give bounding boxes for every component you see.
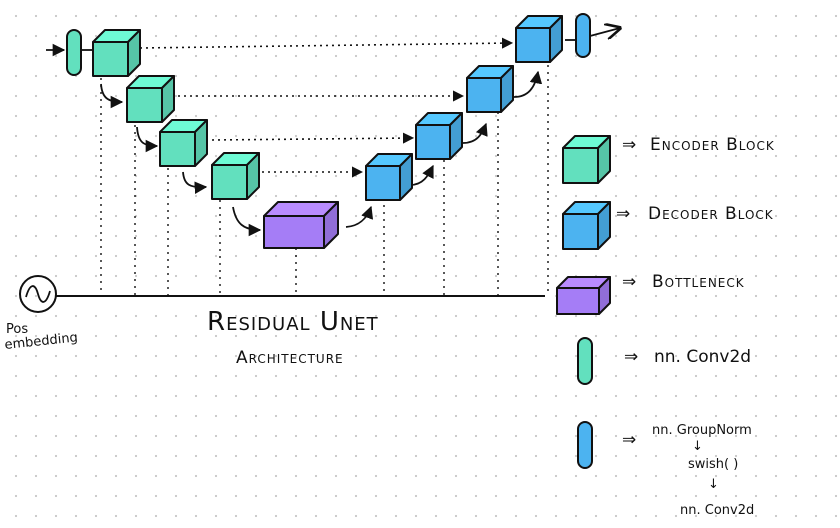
encoder-block-2 [126,75,175,123]
legend-encoder-label: Encoder Block [650,135,775,155]
pos-label: Pos [6,322,28,337]
output-norm-block [575,13,591,58]
blocks [92,15,563,249]
decoder-block-3 [466,65,514,113]
legend-conv-label: nn. Conv2d [654,347,751,367]
vertical-guides [100,58,549,296]
bottleneck-block [263,201,339,249]
skip-connection-1 [139,37,514,49]
legend-norm-implies: ⇒ [622,430,636,450]
legend-chain-arrow-2: ↓ [708,477,719,492]
decoder-block-4 [515,15,563,63]
legend-bottleneck-cube [556,276,611,315]
input-conv-block [66,29,82,76]
legend-encoder-implies: ⇒ [622,135,636,155]
skip-connection-3 [211,132,415,144]
legend-norm-pill [577,421,593,469]
flow-arrows [100,70,543,237]
legend-encoder-cube [562,135,611,184]
pos-embedding-icon [19,275,57,313]
legend-groupnorm-label: nn. GroupNorm [652,423,752,438]
legend-decoder-cube-shape [562,201,611,250]
legend-decoder-cube [562,201,611,250]
legend: ⇒ Encoder Block ⇒ Decoder Block ⇒ Bottle… [556,135,775,518]
legend-decoder-label: Decoder Block [648,204,774,224]
legend-swish-label: swish( ) [688,457,738,472]
legend-bottleneck-label: Bottleneck [652,272,745,292]
diagram-title: Residual Unet [207,307,379,337]
legend-conv-implies: ⇒ [624,347,638,367]
legend-conv2d-label: nn. Conv2d [680,503,754,518]
legend-bottleneck-cube-shape [556,276,611,315]
legend-conv-pill [577,337,593,385]
skip-connections [139,37,514,178]
decoder-block-1 [365,153,413,201]
legend-encoder-cube-shape [562,135,611,184]
legend-bottleneck-implies: ⇒ [622,272,636,292]
encoder-block-4 [211,152,260,200]
legend-decoder-implies: ⇒ [616,204,630,224]
encoder-block-3 [159,119,208,167]
diagram-subtitle: Architecture [236,348,344,368]
legend-chain-arrow-1: ↓ [692,439,703,454]
encoder-block-1 [92,29,141,77]
output-arrow [589,28,620,36]
decoder-block-2 [415,112,463,160]
